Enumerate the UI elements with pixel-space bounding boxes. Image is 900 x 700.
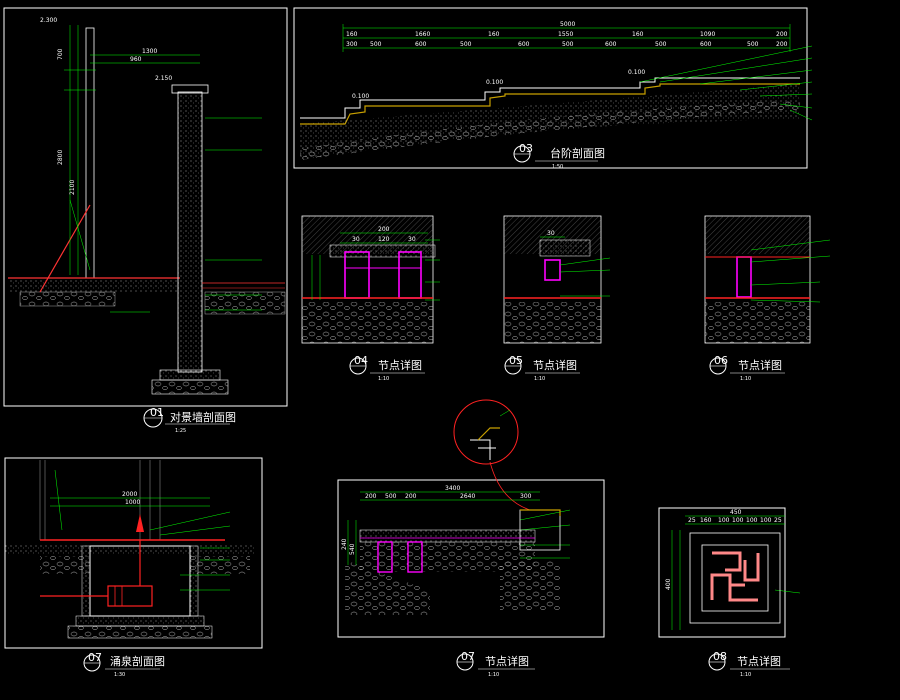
dim-07a-1: 1000 bbox=[125, 499, 140, 506]
drawing-08-scale: 1:10 bbox=[740, 672, 751, 678]
dim-03-18: 200 bbox=[776, 41, 788, 48]
dim-03-21: 0.100 bbox=[628, 69, 645, 76]
wall-body bbox=[177, 91, 203, 373]
post bbox=[85, 27, 95, 279]
dim-07b-0: 3400 bbox=[445, 485, 460, 492]
dim-03-17: 500 bbox=[747, 41, 759, 48]
drawing-04-title: 节点详图 bbox=[378, 358, 422, 372]
drawing-08-grate-detail: 450 25 160 100 100 100 100 25 400 08 节点详… bbox=[658, 507, 801, 678]
dim-08-7: 25 bbox=[774, 517, 782, 524]
dim-03-3: 160 bbox=[488, 31, 500, 38]
dim-08-3: 100 bbox=[718, 517, 730, 524]
dim-03-8: 300 bbox=[346, 41, 358, 48]
drawing-03-step-section: 5000 160 1660 160 1550 160 1090 200 300 … bbox=[293, 7, 813, 170]
dim-03-19: 0.100 bbox=[352, 93, 369, 100]
drawing-04-number: 04 bbox=[354, 354, 368, 367]
dim-07b-3: 200 bbox=[405, 493, 417, 500]
drawing-06-title: 节点详图 bbox=[738, 358, 782, 372]
dim-03-7: 200 bbox=[776, 31, 788, 38]
drawing-03-title: 台阶剖面图 bbox=[550, 146, 605, 160]
dim-03-12: 600 bbox=[518, 41, 530, 48]
drawing-07-fountain-section: 2000 1000 07 涌泉剖面图 1:30 bbox=[4, 457, 263, 678]
dim-01-2: 1300 bbox=[142, 48, 157, 55]
drawing-04-scale: 1:10 bbox=[378, 376, 389, 382]
drawing-01-title: 对景墙剖面图 bbox=[170, 410, 236, 424]
dim-07b-6: 240 bbox=[341, 538, 348, 550]
dim-03-11: 500 bbox=[460, 41, 472, 48]
dim-08-8: 400 bbox=[665, 578, 672, 590]
drawing-07a-title: 涌泉剖面图 bbox=[110, 654, 165, 668]
drawing-05-title: 节点详图 bbox=[533, 358, 577, 372]
drawing-06-scale: 1:10 bbox=[740, 376, 751, 382]
drawing-05-node-detail: 30 05 节点详图 1:10 bbox=[503, 215, 611, 382]
drawing-01-number: 01 bbox=[150, 406, 164, 419]
dim-08-5: 100 bbox=[746, 517, 758, 524]
dim-03-15: 500 bbox=[655, 41, 667, 48]
frame-03 bbox=[293, 7, 808, 169]
dim-01-1: 700 bbox=[57, 48, 64, 60]
dim-03-5: 160 bbox=[632, 31, 644, 38]
frame-07b bbox=[337, 479, 605, 638]
grate-pattern bbox=[710, 551, 760, 602]
dim-03-1: 160 bbox=[346, 31, 358, 38]
frame-01 bbox=[3, 7, 288, 407]
dim-04-1: 30 bbox=[352, 236, 360, 243]
drawing-07-node-detail: 3400 200 500 200 2640 300 240 540 07 节点详… bbox=[337, 399, 605, 678]
drawing-08-title: 节点详图 bbox=[737, 654, 781, 668]
dim-03-20: 0.100 bbox=[486, 79, 503, 86]
dim-04-3: 30 bbox=[408, 236, 416, 243]
drawing-07a-number: 07 bbox=[88, 651, 102, 664]
dim-08-6: 100 bbox=[760, 517, 772, 524]
drawing-07b-scale: 1:10 bbox=[488, 672, 499, 678]
drawing-07b-number: 07 bbox=[461, 650, 475, 663]
drawing-06-node-detail: 06 节点详图 1:10 bbox=[704, 215, 831, 382]
dim-03-6: 1090 bbox=[700, 31, 715, 38]
dim-07b-4: 2640 bbox=[460, 493, 475, 500]
dim-01-4: 2800 bbox=[57, 150, 64, 165]
dim-03-9: 500 bbox=[370, 41, 382, 48]
dim-04-2: 120 bbox=[378, 236, 390, 243]
dim-03-14: 600 bbox=[605, 41, 617, 48]
dim-07b-5: 300 bbox=[520, 493, 532, 500]
drawing-03-number: 03 bbox=[519, 142, 533, 155]
dim-07b-2: 500 bbox=[385, 493, 397, 500]
pump-icon bbox=[40, 514, 153, 607]
dim-04-0: 200 bbox=[378, 226, 390, 233]
dim-03-0: 5000 bbox=[560, 21, 575, 28]
drawing-03-scale: 1:50 bbox=[552, 164, 563, 170]
dim-07b-7: 540 bbox=[349, 543, 356, 555]
dim-03-4: 1550 bbox=[558, 31, 573, 38]
drawing-06-number: 06 bbox=[714, 354, 728, 367]
dim-07b-1: 200 bbox=[365, 493, 377, 500]
drawing-01-scale: 1:25 bbox=[175, 428, 186, 434]
drawing-04-node-detail: 200 30 120 30 04 节点详图 1:10 bbox=[301, 215, 440, 382]
drawing-05-scale: 1:10 bbox=[534, 376, 545, 382]
drawing-07b-title: 节点详图 bbox=[485, 654, 529, 668]
dim-03-10: 600 bbox=[415, 41, 427, 48]
dim-08-1: 25 bbox=[688, 517, 696, 524]
dim-01-0: 2.300 bbox=[40, 17, 57, 24]
drawing-08-number: 08 bbox=[713, 650, 727, 663]
dim-05-0: 30 bbox=[547, 230, 555, 237]
frame-08 bbox=[658, 507, 786, 638]
dim-08-4: 100 bbox=[732, 517, 744, 524]
dim-03-2: 1660 bbox=[415, 31, 430, 38]
drawing-07a-scale: 1:30 bbox=[114, 672, 125, 678]
dim-03-13: 500 bbox=[562, 41, 574, 48]
dim-07a-0: 2000 bbox=[122, 491, 137, 498]
dim-08-0: 450 bbox=[730, 509, 742, 516]
drawing-05-number: 05 bbox=[509, 354, 523, 367]
dim-01-5: 2100 bbox=[69, 180, 76, 195]
dim-08-2: 160 bbox=[700, 517, 712, 524]
drawing-01-wall-section: 2.300 700 1300 960 2800 2100 2.150 01 对景… bbox=[3, 7, 288, 434]
dim-03-16: 600 bbox=[700, 41, 712, 48]
dim-01-6: 2.150 bbox=[155, 75, 172, 82]
dim-01-3: 960 bbox=[130, 56, 142, 63]
